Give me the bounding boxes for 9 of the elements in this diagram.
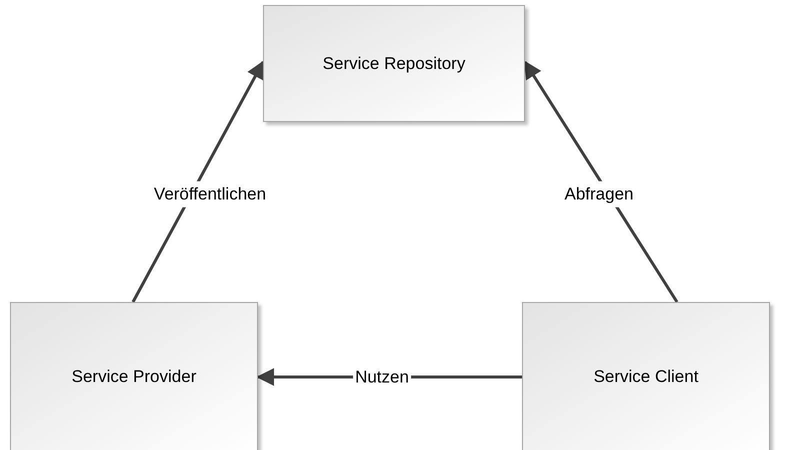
box-label: Service Client — [594, 366, 698, 388]
box-label: Service Provider — [72, 366, 196, 388]
edge-label: Abfragen — [562, 181, 636, 207]
process-box — [10, 302, 258, 450]
arrow — [524, 60, 678, 303]
box-label: Service Repository — [322, 52, 466, 75]
process-box — [522, 302, 770, 450]
arrow — [132, 60, 264, 303]
process-box — [263, 5, 525, 122]
